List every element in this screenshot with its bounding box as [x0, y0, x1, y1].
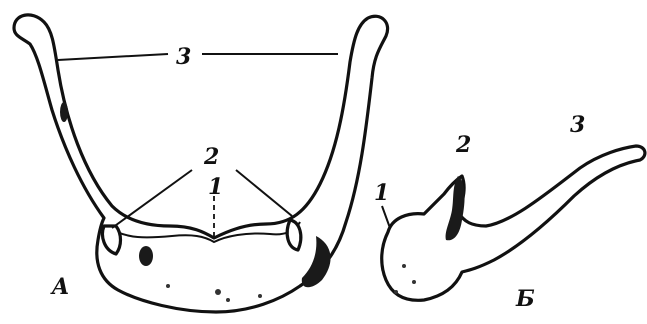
- label-b-3: 3: [570, 112, 585, 138]
- view-a: 3 2 1 A: [14, 15, 388, 312]
- label-a-1: 1: [208, 174, 223, 200]
- label-a-2: 2: [203, 144, 219, 170]
- leader-line-3-left: [58, 54, 168, 60]
- texture-speck: [226, 298, 230, 302]
- texture-speck: [215, 289, 221, 295]
- lesser-horn-right: [287, 220, 301, 250]
- texture-speck: [394, 290, 398, 294]
- leader-line-2-left: [112, 170, 192, 228]
- view-letter-a: A: [50, 274, 69, 300]
- texture-speck: [258, 294, 262, 298]
- leader-line-2-right: [236, 170, 292, 216]
- label-a-3: 3: [176, 44, 191, 70]
- label-b-2: 2: [455, 132, 471, 158]
- label-b-1: 1: [374, 180, 389, 206]
- view-letter-b: Б: [515, 286, 535, 312]
- texture-speck: [412, 280, 416, 284]
- texture-speck: [402, 264, 406, 268]
- shade-horn-left: [60, 102, 68, 122]
- leader-line-b-1: [382, 206, 390, 228]
- shade-body-left: [139, 246, 153, 266]
- view-b: 1 2 3 Б: [374, 112, 645, 312]
- texture-speck: [166, 284, 170, 288]
- hyoid-bone-outline-b: [382, 146, 645, 300]
